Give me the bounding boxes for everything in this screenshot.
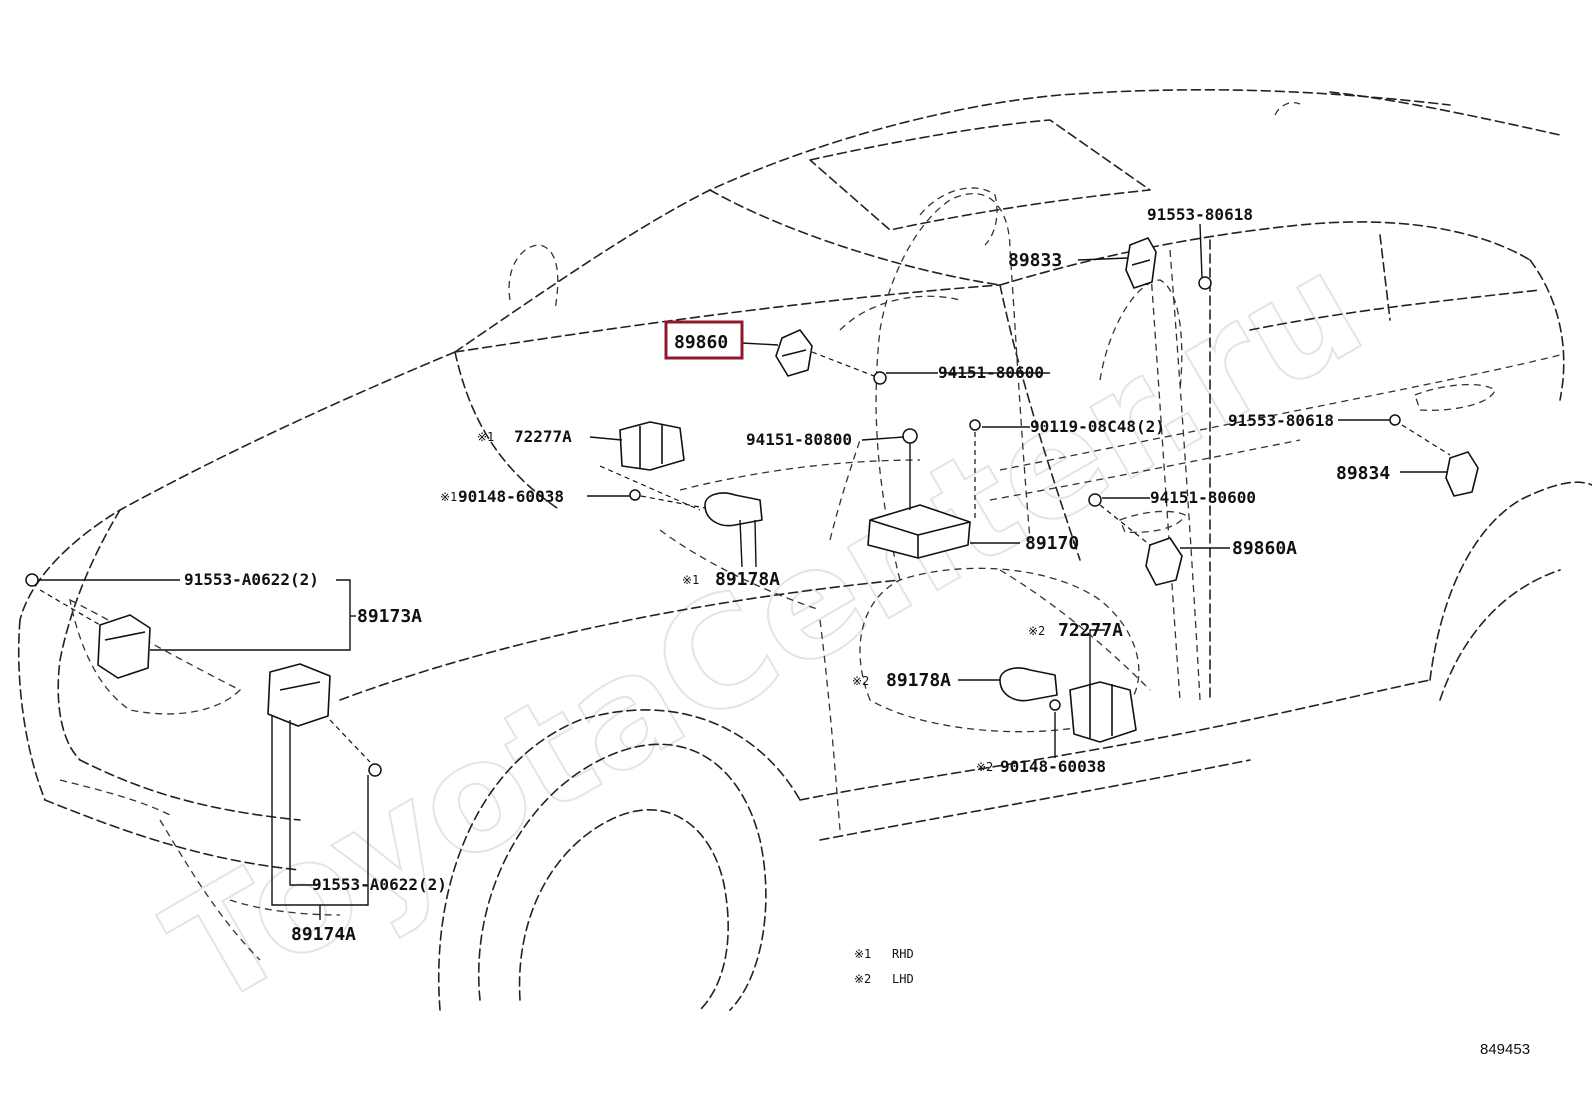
legend: ※1 RHD ※2 LHD	[854, 947, 914, 986]
bracket-72277a-bottom-icon	[1069, 681, 1137, 743]
label-72277a-2[interactable]: 72277A	[1058, 620, 1123, 641]
sensor-89833-icon	[1125, 237, 1157, 289]
label-89833[interactable]: 89833	[1008, 250, 1062, 271]
bolt-icon	[1198, 276, 1212, 290]
label-91553-a0622-top[interactable]: 91553-A0622(2)	[184, 570, 319, 589]
label-89173a[interactable]: 89173A	[357, 606, 422, 627]
label-89170[interactable]: 89170	[1025, 533, 1079, 554]
sensor-89174a-icon	[267, 663, 331, 727]
leader-lines	[38, 223, 1451, 920]
part-labels: 89833 91553-80618 89860 94151-80600 ※1 7…	[184, 205, 1390, 945]
legend-text-lhd: LHD	[892, 972, 914, 986]
bolt-icon	[873, 371, 887, 385]
bolt-icon	[1088, 493, 1102, 507]
bolt-icon	[629, 489, 641, 501]
legend-mark-2: ※2	[854, 972, 871, 986]
label-89860[interactable]: 89860	[674, 332, 728, 353]
figure-number: 849453	[1480, 1041, 1530, 1058]
nut-icon	[902, 428, 918, 444]
mark-rhd: ※1	[440, 490, 457, 504]
label-89174a[interactable]: 89174A	[291, 924, 356, 945]
sensor-89173a-icon	[97, 614, 151, 679]
bolt-icon	[25, 573, 39, 587]
label-94151-80600-a[interactable]: 94151-80600	[938, 363, 1044, 382]
label-90148-60038-2[interactable]: 90148-60038	[1000, 757, 1106, 776]
label-94151-80800[interactable]: 94151-80800	[746, 430, 852, 449]
sensor-89834-icon	[1445, 451, 1479, 497]
bolt-icon	[1049, 699, 1061, 711]
sensor-89860-icon	[775, 329, 813, 377]
sensor-89178a-top-icon	[704, 492, 763, 527]
sensor-89178a-bottom-icon	[999, 667, 1058, 702]
mark-lhd: ※2	[1028, 624, 1045, 638]
legend-text-rhd: RHD	[892, 947, 914, 961]
mark-lhd: ※2	[852, 674, 869, 688]
ecu-89170-icon	[867, 504, 971, 559]
label-94151-80600-b[interactable]: 94151-80600	[1150, 488, 1256, 507]
bolt-icon	[1389, 414, 1401, 426]
label-72277a-1[interactable]: 72277A	[514, 427, 572, 446]
legend-mark-1: ※1	[854, 947, 871, 961]
label-89860a[interactable]: 89860A	[1232, 538, 1297, 559]
mark-rhd: ※1	[477, 430, 494, 444]
label-91553-80618-right[interactable]: 91553-80618	[1228, 411, 1334, 430]
mark-lhd: ※2	[976, 760, 993, 774]
highlight-box	[664, 320, 744, 360]
label-89834[interactable]: 89834	[1336, 463, 1390, 484]
bolt-icon	[969, 419, 981, 431]
label-91553-a0622-bottom[interactable]: 91553-A0622(2)	[312, 875, 447, 894]
mark-rhd: ※1	[682, 573, 699, 587]
bolt-icon	[368, 763, 382, 777]
parts	[25, 237, 1479, 777]
label-90148-60038-1[interactable]: 90148-60038	[458, 487, 564, 506]
label-90119-08c48[interactable]: 90119-08C48(2)	[1030, 417, 1165, 436]
label-89178a-1[interactable]: 89178A	[715, 569, 780, 590]
bracket-72277a-top-icon	[619, 421, 685, 471]
label-89178a-2[interactable]: 89178A	[886, 670, 951, 691]
sensor-89860a-icon	[1145, 537, 1183, 586]
label-91553-80618-top[interactable]: 91553-80618	[1147, 205, 1253, 224]
